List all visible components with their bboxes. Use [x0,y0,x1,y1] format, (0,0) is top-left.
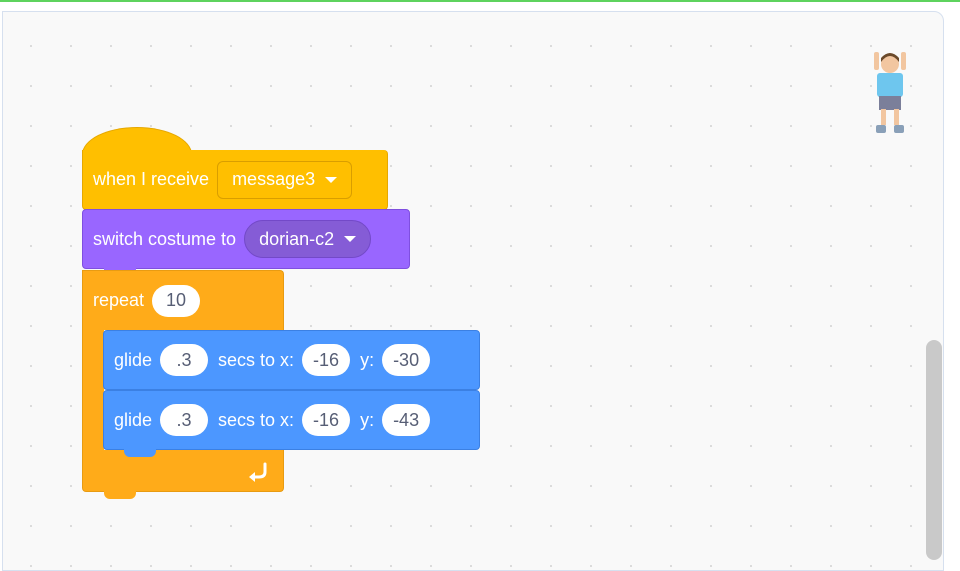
repeat-block-bottom [82,450,284,492]
switch-costume-block[interactable]: switch costume to dorian-c2 [82,209,410,269]
glide-label: glide [114,349,153,370]
costume-value: dorian-c2 [259,228,335,249]
costume-dropdown[interactable]: dorian-c2 [244,220,372,258]
glide-y-input[interactable]: -43 [382,404,431,436]
caret-down-icon [344,236,357,242]
caret-down-icon [325,176,338,183]
glide-x-input[interactable]: -16 [302,344,351,376]
secs-to-x-label: secs to x: [218,349,295,370]
glide-block[interactable]: glide .3 secs to x: -16 y: -30 [103,330,480,390]
y-label: y: [360,409,375,430]
glide-x-input[interactable]: -16 [302,404,351,436]
sprite-thumbnail-icon[interactable] [866,46,914,138]
message-dropdown[interactable]: message3 [217,160,353,199]
when-i-receive-label: when I receive [93,169,210,189]
repeat-label: repeat [93,290,145,310]
glide-secs-input[interactable]: .3 [160,404,209,436]
vertical-scrollbar[interactable] [926,340,942,560]
glide-block[interactable]: glide .3 secs to x: -16 y: -43 [103,390,480,450]
block-notch [124,449,156,457]
glide-label: glide [114,409,153,430]
glide-secs-input[interactable]: .3 [160,344,209,376]
switch-costume-label: switch costume to [93,228,237,249]
repeat-count-input[interactable]: 10 [152,284,201,317]
when-i-receive-block[interactable]: when I receive message3 [82,150,388,210]
repeat-arrow-icon [249,462,267,482]
glide-y-input[interactable]: -30 [382,344,431,376]
repeat-block[interactable]: repeat 10 [82,270,284,330]
window-top-border [0,0,960,2]
block-notch [104,491,136,499]
secs-to-x-label: secs to x: [218,409,295,430]
repeat-block-arm [82,329,104,451]
message-value: message3 [232,169,316,189]
y-label: y: [360,349,375,370]
